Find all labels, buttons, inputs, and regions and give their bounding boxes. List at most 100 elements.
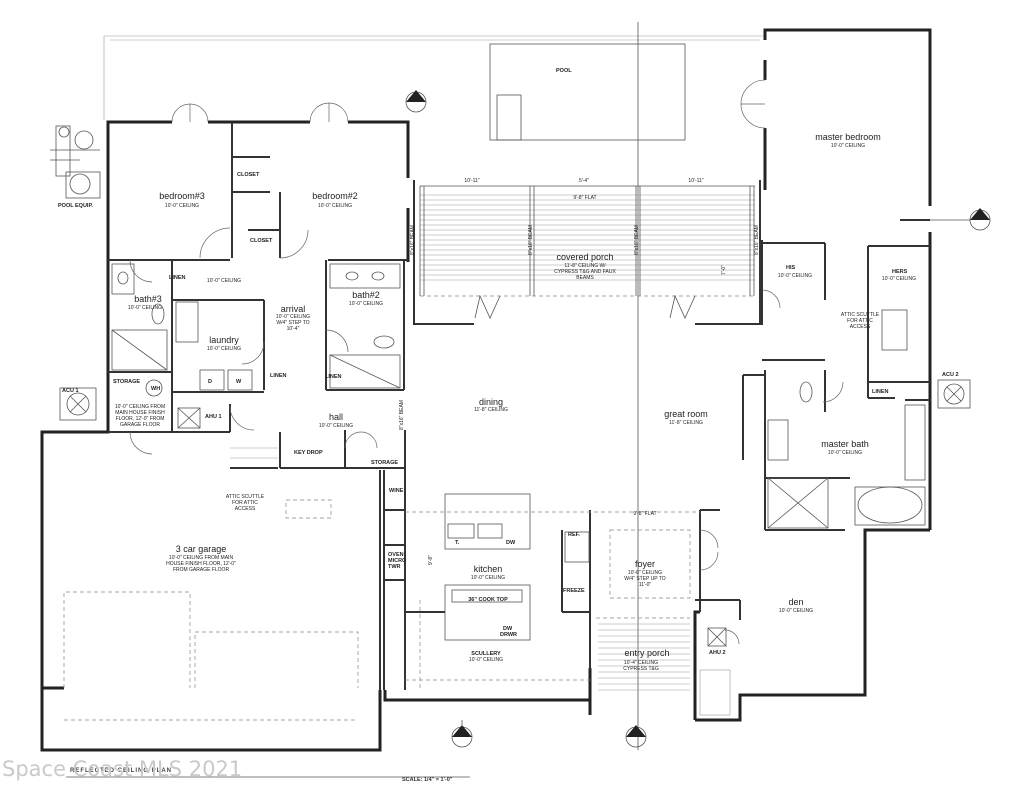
foyer-step-2: 11'-0": [639, 582, 652, 588]
covered-porch-name: covered porch: [556, 252, 613, 262]
shower: [111, 329, 168, 371]
acu2-label: ACU 2: [942, 372, 959, 378]
shower: [329, 354, 401, 389]
arrival-ceiling: 10'-0" CEILING: [276, 314, 310, 320]
foyer-name: foyer: [635, 559, 655, 569]
ahu1-label: AHU 1: [205, 414, 222, 420]
linen-label-3: LINEN: [325, 374, 342, 380]
sink: [345, 271, 359, 281]
toilet: [373, 335, 395, 349]
bedroom2-name: bedroom#2: [312, 191, 358, 201]
linen-label-1: LINEN: [169, 275, 186, 281]
pool-label: POOL: [556, 68, 572, 74]
acu1-label: ACU 1: [62, 388, 79, 394]
scullery-ceiling: 10'-0" CEILING: [469, 657, 503, 663]
storage-note-3: FLOOR, 12'-0" FROM: [116, 416, 165, 422]
cooktop-label: 36" COOK TOP: [468, 597, 508, 603]
covered-porch-line1: 11'-8" CEILING W/: [564, 263, 606, 269]
great-room-name: great room: [664, 409, 708, 419]
laundry-ceiling: 10'-0" CEILING: [207, 346, 241, 352]
bath3-name: bath#3: [134, 294, 162, 304]
site-outline: [103, 22, 765, 750]
hall-name: hall: [329, 412, 343, 422]
trash-label: T.: [455, 540, 460, 546]
wine-label: WINE: [389, 488, 404, 494]
dining-name: dining: [479, 397, 503, 407]
cooktop-island: [444, 584, 531, 641]
drawing-title: REFLECTED CEILING PLAN: [70, 768, 173, 774]
garage-note-1: 10'-0" CEILING FROM MAIN: [169, 555, 234, 561]
garage-name: 3 car garage: [176, 544, 227, 554]
acu2-unit: [937, 379, 971, 409]
fixtures: [63, 263, 926, 721]
garage-note-3: FROM GARAGE FLOOR: [173, 567, 230, 573]
kitchen-ceiling: 10'-0" CEILING: [471, 575, 505, 581]
oven-label-1: OVEN: [388, 552, 404, 558]
attic-scuttle-box: [881, 309, 908, 351]
kitchen-dim: 9'-8": [428, 555, 434, 565]
dryer-label: D: [208, 379, 212, 385]
pool-equip-label: POOL EQUIP.: [58, 203, 93, 209]
porch-beam-4: 8"x16" BEAM: [754, 225, 760, 255]
bedroom3-name: bedroom#3: [159, 191, 205, 201]
entry-porch-name: entry porch: [624, 648, 669, 658]
dw-drawer-label-1: DW: [503, 626, 513, 632]
exterior-walls: [40, 28, 932, 752]
foyer-step-1: W/4" STEP UP TO: [624, 576, 666, 582]
arrival-step-2: 10'-4": [287, 326, 300, 332]
master-bath-ceiling: 10'-0" CEILING: [828, 450, 862, 456]
doors: [129, 79, 844, 645]
kitchen-island: [444, 493, 531, 550]
storage-label-2: STORAGE: [371, 460, 398, 466]
linen-label-2: LINEN: [270, 373, 287, 379]
attic-scuttle-garage-3: ACCESS: [235, 506, 256, 512]
garage-note-2: HOUSE FINISH FLOOR, 12'-0": [166, 561, 236, 567]
hall-ceiling: 10'-0" CEILING: [319, 423, 353, 429]
dw-drawer-label-2: DRWR: [500, 632, 517, 638]
arrival-name: arrival: [281, 304, 306, 314]
attic-scuttle-master-2: FOR ATTIC: [847, 318, 873, 324]
closet-label-2: CLOSET: [250, 238, 273, 244]
attic-scuttle-garage-1: ATTIC SCUTTLE: [226, 494, 265, 500]
corridor-ceiling: 10'-0" CEILING: [207, 278, 241, 284]
toilet: [151, 303, 165, 325]
attic-scuttle-master-1: ATTIC SCUTTLE: [841, 312, 880, 318]
dining-ceiling: 11'-8" CEILING: [474, 407, 508, 413]
storage-note-4: GARAGE FLOOR: [120, 422, 160, 428]
porch-beam-3: 8"x16" BEAM: [634, 225, 640, 255]
interior-walls: [108, 122, 930, 690]
great-room-ceiling: 11'-8" CEILING: [669, 420, 703, 426]
pool-equipment-unit: [65, 171, 101, 199]
master-shower: [767, 477, 829, 529]
key-drop-label: KEY DROP: [294, 450, 323, 456]
section-markers: [405, 90, 991, 748]
entry-porch-line1: 10'-4" CEILING: [624, 660, 658, 666]
entry-porch-line2: CYPRESS T&G: [623, 666, 659, 672]
storage-note-2: MAIN HOUSE FINISH: [115, 410, 165, 416]
equipment: [50, 125, 971, 421]
bath2-name: bath#2: [352, 290, 380, 300]
washer-label: W: [236, 379, 242, 385]
storage-note-1: 10'-0" CEILING FROM: [115, 404, 165, 410]
laundry-name: laundry: [209, 335, 239, 345]
den-name: den: [788, 597, 803, 607]
sink: [371, 271, 385, 281]
den-ceiling: 10'-0" CEILING: [779, 608, 813, 614]
drawing-scale: SCALE: 1/4" = 1'-0": [402, 777, 453, 783]
linen-label-4: LINEN: [872, 389, 889, 395]
kitchen-flat-note: 9'-8" FLAT: [633, 511, 656, 517]
bathtub: [857, 486, 923, 524]
storage-label-1: STORAGE: [113, 379, 140, 385]
hers-ceiling: 10'-0" CEILING: [882, 276, 916, 282]
porch-dim-4: 7'-0": [721, 265, 727, 275]
covered-porch-line3: BEAMS: [576, 275, 594, 281]
closet-label-1: CLOSET: [237, 172, 260, 178]
dishwasher-label: DW: [506, 540, 516, 546]
master-bedroom-name: master bedroom: [815, 132, 881, 142]
sink: [117, 271, 129, 285]
porch-dim-1: 10'-11": [464, 178, 479, 184]
his-ceiling: 10'-0" CEILING: [778, 273, 812, 279]
ahu2-label: AHU 2: [709, 650, 726, 656]
freezer-label: FREEZE: [563, 588, 585, 594]
